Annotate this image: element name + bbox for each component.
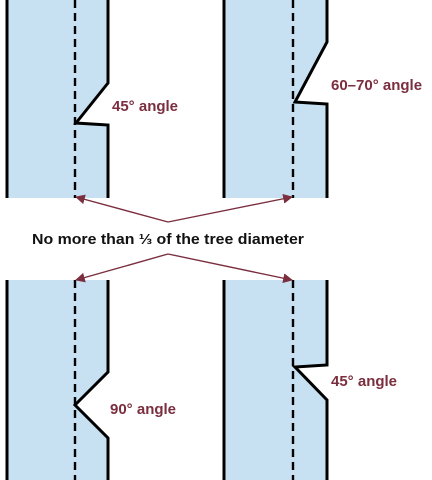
pointer-top-left	[75, 194, 169, 223]
diagram-caption: No more than ⅓ of the tree diameter	[32, 231, 304, 248]
trunk-right-edge-with-notch	[292, 0, 329, 198]
angle-label-top-right: 60–70° angle	[331, 77, 422, 94]
pointer-bottom-right	[167, 253, 293, 283]
pointer-top-right	[167, 193, 293, 223]
panel-top-left: 45° angle	[5, 0, 178, 198]
angle-label-top-left: 45° angle	[112, 98, 178, 115]
angle-label-bottom-right: 45° angle	[331, 373, 397, 390]
trunk-top-right	[224, 0, 327, 198]
trunk-right-edge-with-notch	[291, 280, 329, 480]
panel-bottom-left: 90° angle	[5, 280, 176, 480]
trunk-bottom-right	[224, 280, 327, 480]
trunk-top-left	[7, 0, 108, 198]
angle-label-bottom-left: 90° angle	[110, 401, 176, 418]
panel-bottom-right: 45° angle	[222, 280, 397, 480]
caption-pointers	[75, 193, 293, 283]
trunk-bottom-left	[7, 280, 108, 480]
pointer-bottom-left	[75, 253, 169, 283]
panel-top-right: 60–70° angle	[222, 0, 422, 198]
